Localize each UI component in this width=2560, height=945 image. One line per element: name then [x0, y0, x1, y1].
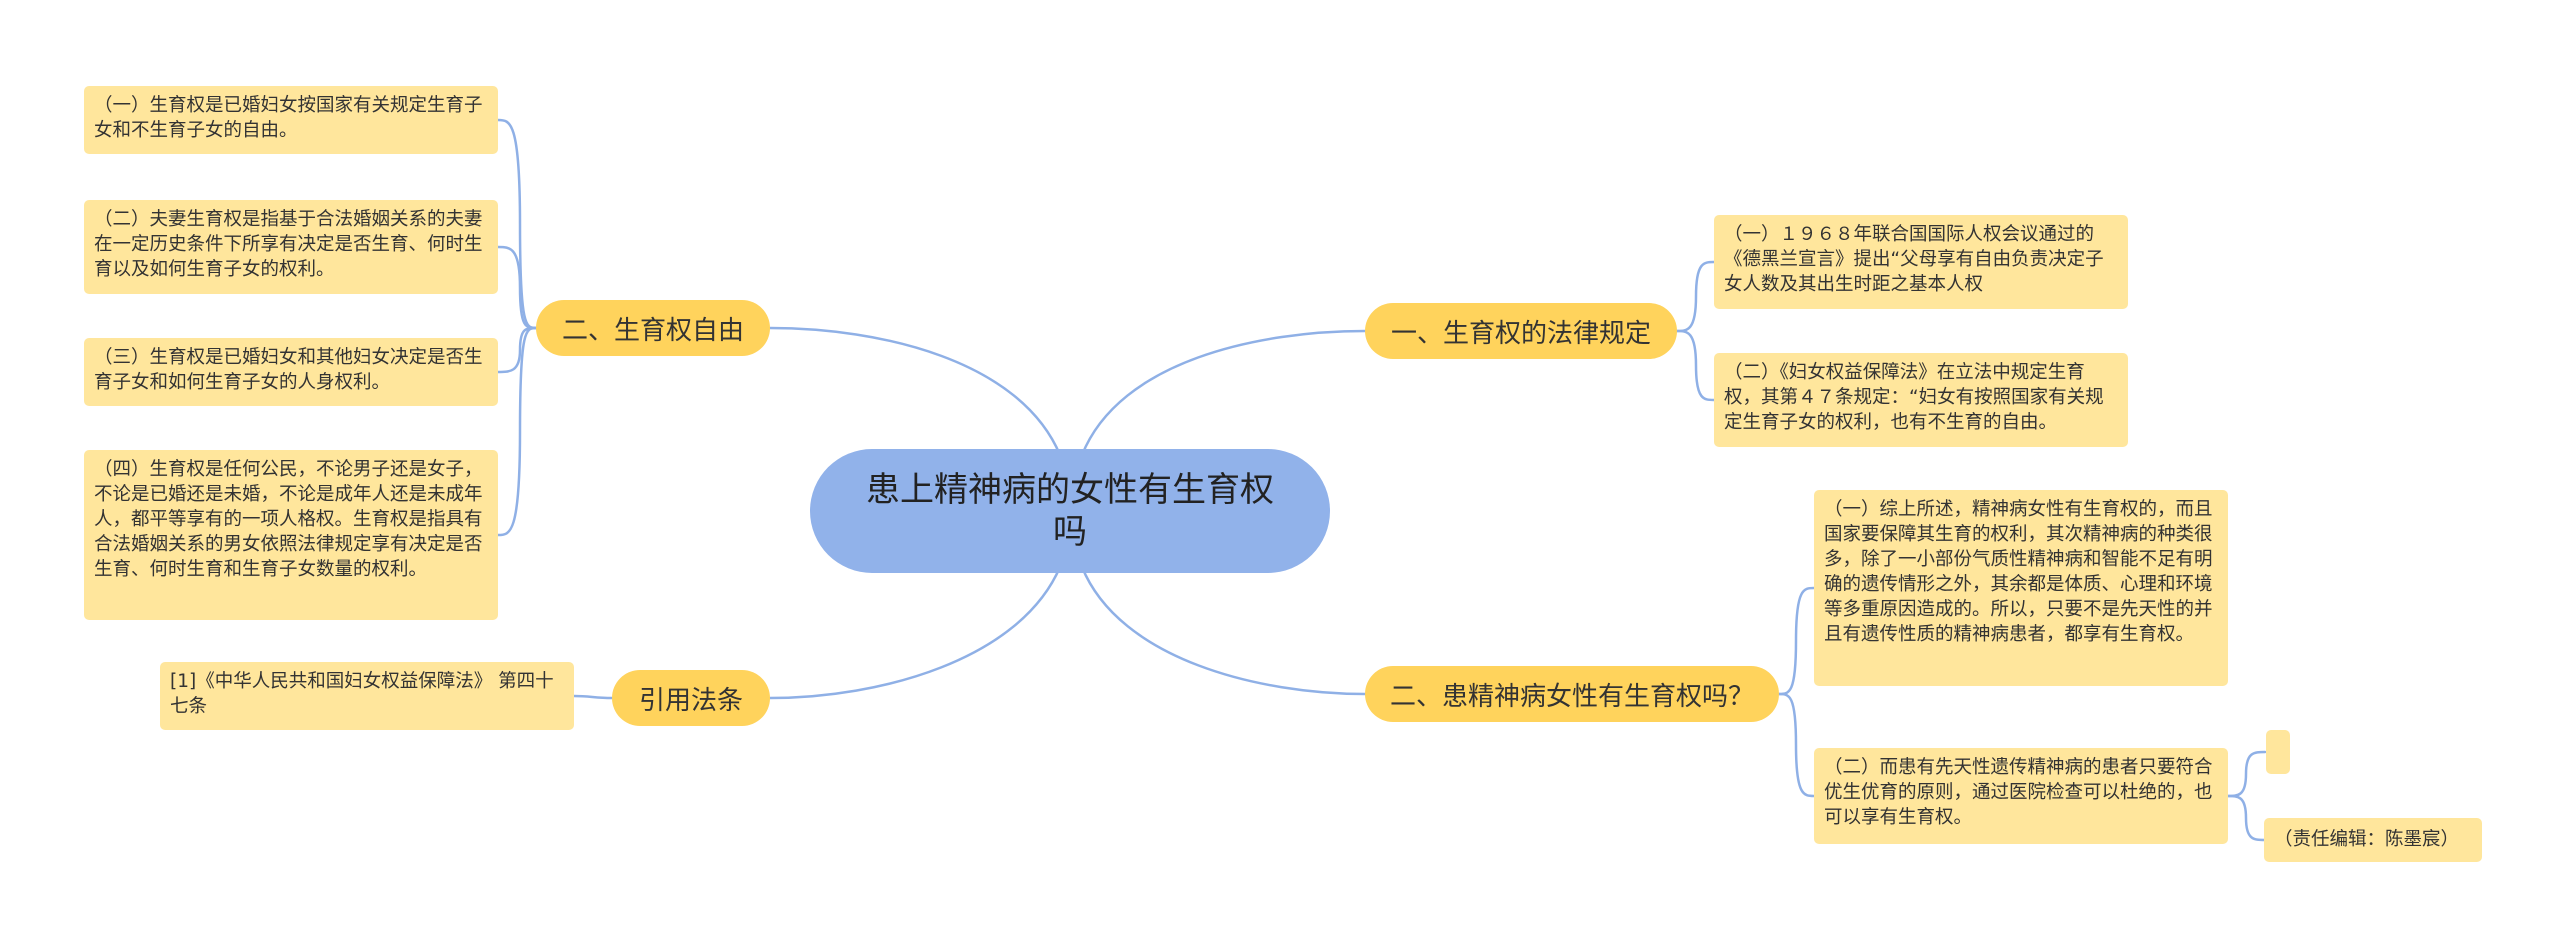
link-legal-leaf-2 [1675, 329, 1716, 402]
link-root-mental [1080, 565, 1367, 696]
branch-legal[interactable]: 一、生育权的法律规定 [1365, 303, 1677, 359]
link-root-legal [1080, 329, 1367, 457]
branch-mental-illness-label: 二、患精神病女性有生育权吗？ [1389, 681, 1754, 712]
sub-leaf-editor[interactable]: （责任编辑：陈墨宸） [2264, 818, 2482, 862]
leaf-freedom-3-text: （三）生育权是已婚妇女和其他妇女决定是否生育子女和如何生育子女的人身权利。 [94, 347, 483, 393]
branch-freedom-label: 二、生育权自由 [561, 315, 744, 346]
link-mental-leaf-2 [1777, 692, 1816, 798]
leaf-freedom-2-text: （二）夫妻生育权是指基于合法婚姻关系的夫妻在一定历史条件下所享有决定是否生育、何… [94, 209, 483, 280]
link-freedom-leaf-1 [496, 118, 538, 330]
branch-mental-illness[interactable]: 二、患精神病女性有生育权吗？ [1365, 666, 1779, 722]
leaf-mental-2[interactable]: （二）而患有先天性遗传精神病的患者只要符合优生优育的原则，通过医院检查可以杜绝的… [1814, 748, 2228, 844]
sub-leaf-editor-text: （责任编辑：陈墨宸） [2274, 829, 2460, 850]
leaf-mental-1-text: （一）综上所述，精神病女性有生育权的，而且国家要保障其生育的权利，其次精神病的种… [1824, 499, 2213, 645]
link-sub-leaf-1 [2226, 750, 2267, 798]
leaf-legal-1-text: （一）１９６８年联合国国际人权会议通过的《德黑兰宣言》提出“父母享有自由负责决定… [1724, 224, 2104, 295]
link-citation-leaf-1 [572, 694, 614, 700]
leaf-freedom-3[interactable]: （三）生育权是已婚妇女和其他妇女决定是否生育子女和如何生育子女的人身权利。 [84, 338, 498, 406]
branch-citation[interactable]: 引用法条 [612, 670, 770, 726]
branch-citation-label: 引用法条 [638, 685, 743, 716]
link-sub-leaf-2 [2226, 794, 2267, 842]
leaf-freedom-1-text: （一）生育权是已婚妇女按国家有关规定生育子女和不生育子女的自由。 [94, 95, 483, 141]
branch-freedom[interactable]: 二、生育权自由 [536, 300, 770, 356]
leaf-legal-2-text: （二）《妇女权益保障法》在立法中规定生育权，其第４７条规定：“妇女有按照国家有关… [1724, 362, 2104, 433]
leaf-citation-1-text: [1]《中华人民共和国妇女权益保障法》 第四十七条 [170, 671, 554, 717]
leaf-legal-1[interactable]: （一）１９６８年联合国国际人权会议通过的《德黑兰宣言》提出“父母享有自由负责决定… [1714, 215, 2128, 309]
link-legal-leaf-1 [1675, 260, 1716, 333]
leaf-legal-2[interactable]: （二）《妇女权益保障法》在立法中规定生育权，其第４７条规定：“妇女有按照国家有关… [1714, 353, 2128, 447]
link-freedom-leaf-4 [496, 326, 538, 537]
link-freedom-leaf-2 [496, 245, 538, 330]
link-root-freedom [768, 326, 1062, 457]
sub-leaf-empty[interactable] [2266, 730, 2290, 774]
leaf-citation-1[interactable]: [1]《中华人民共和国妇女权益保障法》 第四十七条 [160, 662, 574, 730]
leaf-freedom-4[interactable]: （四）生育权是任何公民，不论男子还是女子，不论是已婚还是未婚，不论是成年人还是未… [84, 450, 498, 620]
leaf-freedom-2[interactable]: （二）夫妻生育权是指基于合法婚姻关系的夫妻在一定历史条件下所享有决定是否生育、何… [84, 200, 498, 294]
leaf-freedom-4-text: （四）生育权是任何公民，不论男子还是女子，不论是已婚还是未婚，不论是成年人还是未… [94, 459, 483, 580]
leaf-mental-2-text: （二）而患有先天性遗传精神病的患者只要符合优生优育的原则，通过医院检查可以杜绝的… [1824, 757, 2213, 828]
leaf-freedom-1[interactable]: （一）生育权是已婚妇女按国家有关规定生育子女和不生育子女的自由。 [84, 86, 498, 154]
link-freedom-leaf-3 [496, 326, 538, 374]
root-topic[interactable]: 患上精神病的女性有生育权吗 [810, 449, 1330, 573]
leaf-mental-1[interactable]: （一）综上所述，精神病女性有生育权的，而且国家要保障其生育的权利，其次精神病的种… [1814, 490, 2228, 686]
branch-legal-label: 一、生育权的法律规定 [1390, 318, 1651, 349]
link-mental-leaf-1 [1777, 586, 1816, 696]
link-root-citation [768, 565, 1062, 700]
root-topic-label: 患上精神病的女性有生育权吗 [866, 470, 1274, 552]
